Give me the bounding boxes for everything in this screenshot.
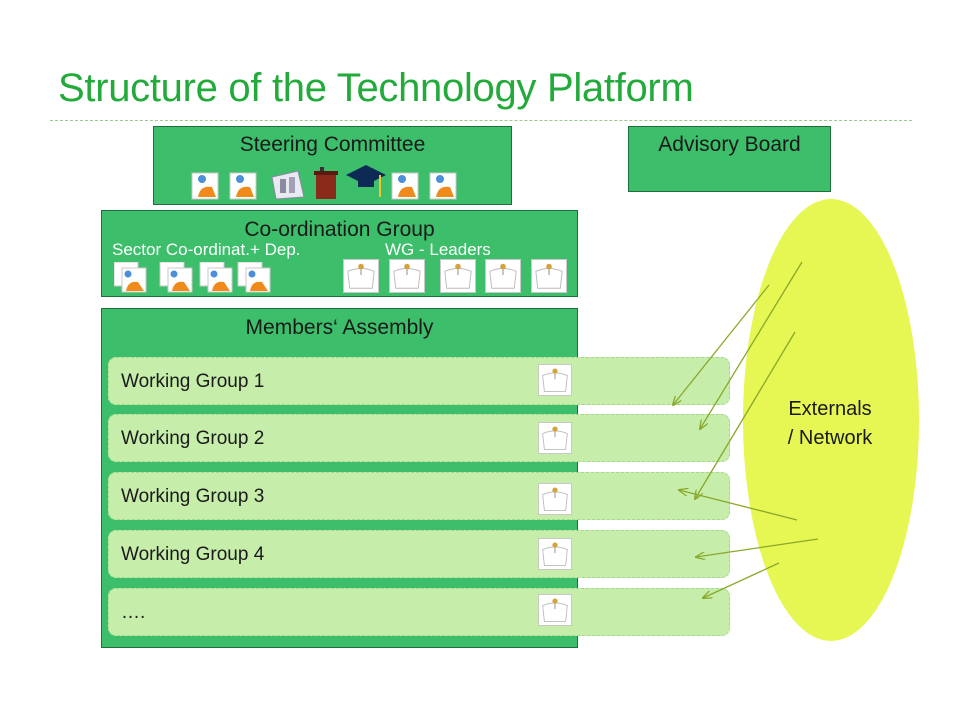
wg-leader-icon (485, 259, 521, 293)
wg-leader-icon (389, 259, 425, 293)
members-assembly-label: Members‘ Assembly (245, 316, 434, 339)
advisory-board-label: Advisory Board (658, 133, 801, 156)
sector-coordinator-icons (114, 262, 271, 293)
wg-leader-icon (538, 364, 572, 396)
arrow (696, 538, 819, 557)
person-icon (191, 172, 219, 200)
person-icon (199, 262, 233, 293)
wg-leaders-label: WG - Leaders (385, 240, 491, 259)
working-group-label: …. (121, 602, 146, 623)
person-icon (429, 172, 457, 200)
working-group-2: Working Group 2 (108, 414, 730, 462)
wg-leader-icon (538, 538, 572, 570)
wg-leader-icon (538, 422, 572, 454)
working-group-label: Working Group 3 (121, 486, 265, 507)
wg-leader-icon (538, 483, 572, 515)
arrow (673, 284, 770, 405)
working-group-4: Working Group 4 (108, 530, 730, 578)
working-group-3: Working Group 3 (108, 472, 730, 520)
working-group-label: Working Group 4 (121, 544, 265, 565)
wg-leader-icon (531, 259, 567, 293)
building-icon (271, 170, 305, 200)
person-icon (114, 262, 147, 293)
wg-leader-icon (440, 259, 476, 293)
working-group-label: Working Group 2 (121, 428, 265, 449)
wg-leader-icon (343, 259, 379, 293)
arrow (700, 261, 803, 429)
working-group-more: …. (108, 588, 730, 636)
working-group-label: Working Group 1 (121, 371, 265, 392)
wg-leader-icon (538, 594, 572, 626)
person-icon (229, 172, 257, 200)
coordination-group-label: Co-ordination Group (244, 218, 435, 241)
person-icon (391, 172, 419, 200)
steering-committee-box: Steering Committee (153, 126, 512, 205)
page-title: Structure of the Technology Platform (58, 66, 694, 110)
lectern-icon (314, 167, 338, 199)
sector-coordinators-label: Sector Co-ordinat.+ Dep. (112, 240, 301, 259)
working-group-1: Working Group 1 (108, 357, 730, 405)
arrow (703, 562, 780, 598)
graduation-cap-icon (346, 165, 386, 197)
title-divider (50, 120, 912, 121)
steering-icons (191, 165, 457, 200)
steering-committee-label: Steering Committee (239, 133, 426, 156)
advisory-board-box: Advisory Board (628, 126, 831, 192)
arrow (679, 490, 798, 521)
externals-network-ellipse (743, 199, 919, 641)
person-icon (159, 262, 193, 293)
arrow (695, 331, 796, 499)
person-icon (237, 262, 271, 293)
externals-network-label: Externals / Network (787, 398, 873, 449)
